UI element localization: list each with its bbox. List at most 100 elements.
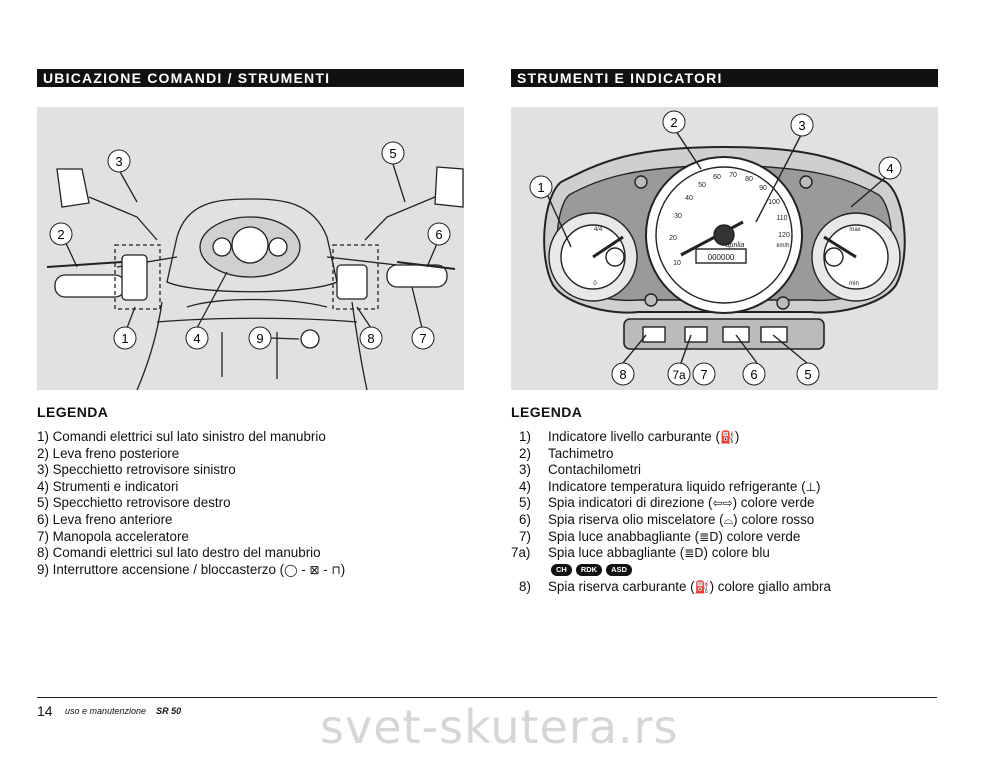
legend-title-left: LEGENDA [37,404,109,420]
footer-rule [37,697,937,698]
svg-text:max: max [849,227,860,233]
legend-list-left: 1) Comandi elettrici sul lato sinistro d… [37,429,345,578]
instrument-figure: 10 20 30 40 50 60 70 80 90 100 110 120 k… [511,107,938,390]
handlebar-figure: 3 5 2 6 1 4 9 8 7 [37,107,464,390]
svg-text:1: 1 [537,180,544,195]
svg-text:5: 5 [389,146,396,161]
callout-5: 5 [381,141,405,165]
callout-3: 3 [790,113,814,137]
callout-2: 2 [49,222,73,246]
svg-text:6: 6 [435,227,442,242]
callout-6: 6 [427,222,451,246]
svg-text:3: 3 [115,154,122,169]
badge-asd: ASD [606,563,632,576]
callout-5: 5 [796,362,820,386]
legend-item: 1) Comandi elettrici sul lato sinistro d… [37,429,326,444]
legend-item: 9) Interruttore accensione / bloccasterz… [37,561,346,577]
svg-text:20: 20 [669,235,677,242]
svg-text:4: 4 [193,331,200,346]
callout-4: 4 [878,156,902,180]
svg-text:2: 2 [670,115,677,130]
high-beam-icon: ≣D [684,546,704,561]
legend-item: 7a)Spia luce abbagliante (≣D) colore blu [511,545,770,561]
svg-text:110: 110 [776,215,787,222]
legend-item: 2) Leva freno posteriore [37,445,180,461]
badge-rdk: RDK [575,563,603,576]
section-header-right: STRUMENTI E INDICATORI [511,69,938,87]
callout-1: 1 [113,326,137,350]
callout-4: 4 [185,326,209,350]
svg-text:8: 8 [367,331,374,346]
callout-7: 7 [692,362,716,386]
callout-7: 7 [411,326,435,350]
callout-1: 1 [529,175,553,199]
coolant-temperature-icon: ⊥ [805,479,816,494]
svg-text:60: 60 [713,174,721,181]
legend-item: 5)Spia indicatori di direzione (⇦⇨) colo… [519,495,815,511]
legend-item: 8) Comandi elettrici sul lato destro del… [37,545,321,561]
legend-item: 6) Leva freno anteriore [37,511,173,527]
svg-text:8: 8 [619,367,626,382]
badge-row: CH RDK ASD [511,563,831,576]
callout-8: 8 [611,362,635,386]
handlebar-drawing: 3 5 2 6 1 4 9 8 7 [46,141,464,390]
svg-text:7: 7 [700,367,707,382]
legend-title-right: LEGENDA [511,404,583,420]
callout-6: 6 [742,362,766,386]
svg-text:aprilia: aprilia [726,242,745,249]
svg-text:7a: 7a [672,368,686,382]
right-callouts: 1 2 3 4 8 7a 7 6 5 [529,110,902,386]
callout-9: 9 [248,326,272,350]
gauge-labels: 10 20 30 40 50 60 70 80 90 100 110 120 k… [593,172,860,287]
left-callouts: 3 5 2 6 1 4 9 8 7 [49,141,451,350]
callout-8: 8 [359,326,383,350]
svg-text:50: 50 [698,182,706,189]
svg-text:1: 1 [121,331,128,346]
turn-signal-icon: ⇦⇨ [712,496,733,511]
callout-7a: 7a [667,362,691,386]
svg-text:30: 30 [674,213,682,220]
legend-item: 8)Spia riserva carburante (⛽) colore gia… [519,578,831,594]
legend-item: 3) Specchietto retrovisore sinistro [37,462,236,478]
low-beam-icon: ≣D [699,529,719,544]
fuel-pump-icon: ⛽ [719,430,735,444]
svg-text:4/4: 4/4 [594,227,603,233]
svg-text:7: 7 [419,331,426,346]
section-header-left: UBICAZIONE COMANDI / STRUMENTI [37,69,464,87]
svg-text:80: 80 [745,176,753,183]
legend-item: 7)Spia luce anabbagliante (≣D) colore ve… [519,528,801,544]
svg-text:0: 0 [593,281,597,287]
legend-item: 4)Indicatore temperatura liquido refrige… [519,478,821,494]
legend-item: 1)Indicatore livello carburante (⛽) [519,429,740,444]
svg-text:6: 6 [750,367,757,382]
legend-item: 3)Contachilometri [519,462,642,478]
legend-list-right: 1)Indicatore livello carburante (⛽) 2)Ta… [511,429,831,595]
legend-item: 6)Spia riserva olio miscelatore (⌓) colo… [519,511,815,527]
svg-text:40: 40 [685,195,693,202]
svg-text:2: 2 [57,227,64,242]
footer-model: SR 50 [156,706,182,716]
svg-text:3: 3 [798,118,805,133]
callout-3: 3 [107,149,131,173]
steering-lock-icon: ⊓ [331,562,341,577]
svg-text:70: 70 [729,172,737,179]
fuel-reserve-icon: ⛽ [694,579,710,594]
svg-text:120: 120 [778,232,790,239]
svg-text:5: 5 [804,367,811,382]
badge-ch: CH [551,563,572,576]
svg-text:min: min [849,281,859,287]
instrument-drawing: 10 20 30 40 50 60 70 80 90 100 110 120 k… [529,110,906,386]
ignition-off-icon: ◯ [284,562,298,577]
legend-item: 4) Strumenti e indicatori [37,478,179,494]
ignition-on-icon: ⊠ [309,562,320,577]
svg-text:4: 4 [886,161,893,176]
callout-2: 2 [662,110,686,134]
legend-item: 5) Specchietto retrovisore destro [37,495,231,511]
legend-item: 2)Tachimetro [519,445,614,461]
svg-text:90: 90 [759,185,767,192]
oil-reserve-icon: ⌓ [723,512,734,527]
svg-text:km/h: km/h [776,243,789,249]
svg-text:10: 10 [673,260,681,267]
legend-item: 7) Manopola acceleratore [37,528,189,544]
